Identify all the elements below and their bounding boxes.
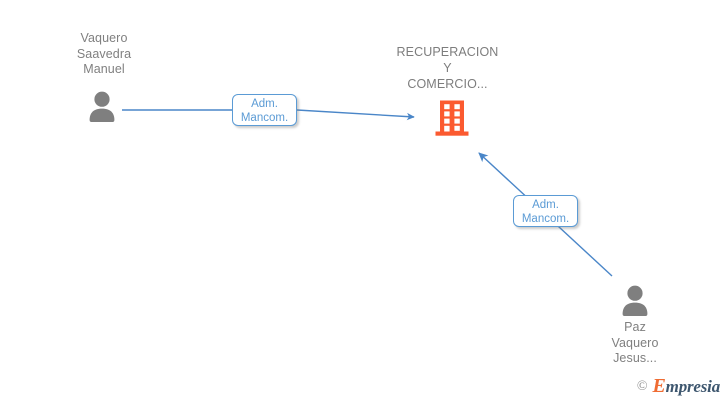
node-label-person-left: Vaquero Saavedra Manuel [76, 31, 132, 76]
relation-label-line-2: Mancom. [521, 212, 570, 225]
brand-wordmark: Empresia [652, 375, 721, 397]
relation-label-line-1: Adm. [532, 198, 559, 211]
person-icon[interactable] [85, 90, 119, 122]
node-label-person-right: Paz Vaquero Jesus... [611, 320, 659, 365]
brand-initial: E [652, 375, 666, 397]
empresia-logo[interactable]: © Empresia [636, 375, 721, 397]
relation-label-adm-mancom-left[interactable]: Adm. Mancom. [232, 94, 297, 126]
relation-label-line-1: Adm. [251, 97, 278, 110]
brand-rest: mpresia [665, 377, 721, 396]
relation-label-line-2: Mancom. [240, 111, 289, 124]
building-icon[interactable] [434, 99, 470, 137]
edge-left-segment-2 [296, 109, 415, 121]
copyright-icon: © [636, 378, 648, 394]
person-icon[interactable] [618, 284, 652, 316]
node-label-company-center: RECUPERACION Y COMERCIO... [396, 45, 499, 91]
relation-label-adm-mancom-right[interactable]: Adm. Mancom. [513, 195, 578, 227]
